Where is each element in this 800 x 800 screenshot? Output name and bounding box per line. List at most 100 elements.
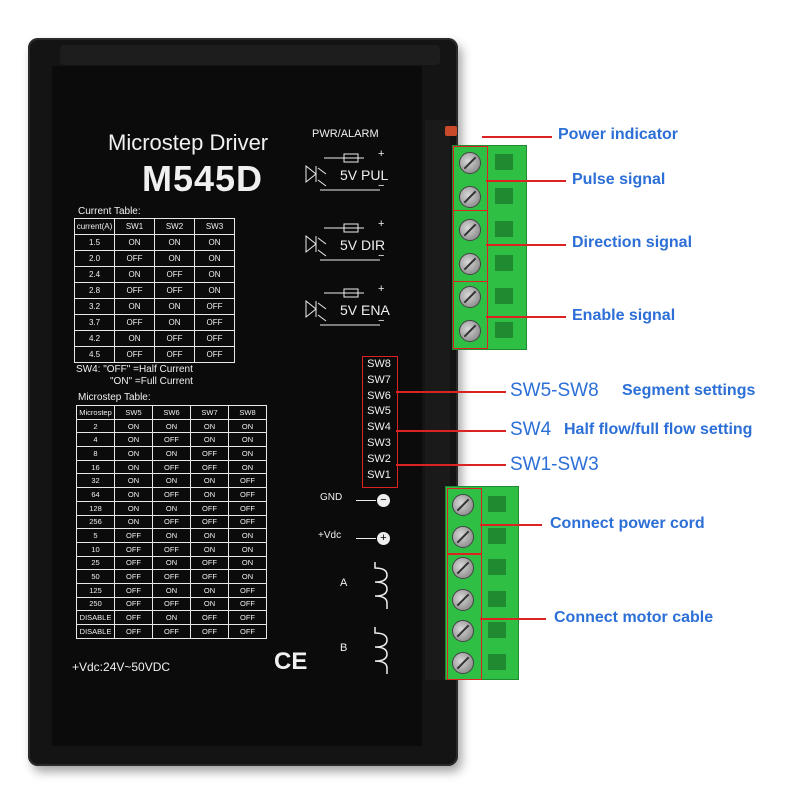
signal-terminal-screw-icon[interactable] <box>459 152 481 174</box>
signal-terminal-screw-icon[interactable] <box>459 185 481 208</box>
power-terminal-screw-icon[interactable] <box>452 620 474 642</box>
pul-plus: + <box>378 148 385 160</box>
microstep-table-cell: OFF <box>114 610 153 625</box>
vdc-rating: +Vdc:24V~50VDC <box>72 660 171 674</box>
microstep-table-cell: ON <box>114 473 153 489</box>
current-table-cell: 2.0 <box>74 250 115 267</box>
microstep-table-cell: OFF <box>228 582 267 598</box>
signal-terminal-screw-icon[interactable] <box>459 252 481 275</box>
microstep-table-cell: ON <box>152 528 191 543</box>
microstep-table-cell: OFF <box>152 487 191 502</box>
microstep-table-cell: OFF <box>190 459 229 475</box>
microstep-table-cell: ON <box>190 418 229 434</box>
power-terminal-screw-icon[interactable] <box>452 494 474 516</box>
current-table-cell: ON <box>154 298 195 315</box>
dip-switch-label-box <box>362 356 398 488</box>
current-table-cell: ON <box>154 314 195 331</box>
microstep-table-cell: OFF <box>114 541 153 557</box>
microstep-table-cell: 125 <box>76 582 115 598</box>
current-table-header-cell: SW1 <box>114 218 155 235</box>
microstep-table-cell: OFF <box>190 500 229 516</box>
microstep-table-cell: OFF <box>190 555 229 571</box>
power-terminal-screw-icon[interactable] <box>452 525 474 548</box>
microstep-table-cell: OFF <box>228 610 267 625</box>
microstep-table-cell: ON <box>152 418 191 434</box>
ena-signal-group: + − 5V ENA <box>300 283 400 335</box>
segment-settings-callout: Segment settings <box>622 382 756 399</box>
pul-signal-label: 5V PUL <box>340 167 389 183</box>
dip-switch-label: SW2 <box>367 452 391 465</box>
power-terminal-wire-hole <box>488 527 506 544</box>
microstep-table-cell: 25 <box>76 555 115 571</box>
microstep-table-cell: 2 <box>76 418 115 434</box>
microstep-table-cell: ON <box>152 500 191 516</box>
signal-terminal-screw-icon[interactable] <box>459 286 481 308</box>
power-terminal-screw-icon[interactable] <box>452 557 474 579</box>
microstep-table-cell: ON <box>114 459 153 475</box>
microstep-table-cell: ON <box>228 541 267 557</box>
microstep-table-cell: OFF <box>114 555 153 571</box>
dip-switch-label: SW1 <box>367 468 391 481</box>
microstep-table-cell: ON <box>190 582 229 598</box>
dip-switch-label: SW7 <box>367 373 391 386</box>
signal-terminal-screw-icon[interactable] <box>459 219 481 241</box>
pulse-leader <box>486 180 566 182</box>
microstep-table-cell: OFF <box>228 473 267 489</box>
power-terminal-wire-hole <box>488 590 506 607</box>
microstep-table-cell: OFF <box>114 582 153 598</box>
power-terminal-screw-icon[interactable] <box>452 651 474 674</box>
microstep-table-cell: ON <box>152 582 191 598</box>
power-terminal-screw-icon[interactable] <box>452 588 474 611</box>
pwr-alarm-label: PWR/ALARM <box>312 128 379 140</box>
ce-mark: CE <box>274 648 308 675</box>
microstep-table-cell: ON <box>190 596 229 612</box>
direction-terminal-highlight <box>453 210 488 282</box>
device-model: M545D <box>142 158 264 199</box>
microstep-table-cell: OFF <box>190 624 229 639</box>
current-table-cell: OFF <box>114 282 155 299</box>
vdc-lead <box>356 538 376 539</box>
signal-terminal-wire-hole <box>495 221 513 237</box>
current-table-label: Current Table: <box>78 206 141 217</box>
current-table-cell: OFF <box>194 330 235 347</box>
dip-switch-label: SW8 <box>367 358 391 370</box>
microstep-table-cell: ON <box>190 487 229 502</box>
microstep-table-label: Microstep Table: <box>78 392 151 403</box>
microstep-table-header-cell: SW7 <box>190 405 229 420</box>
ena-signal-label: 5V ENA <box>340 302 390 318</box>
current-table-cell: 2.4 <box>74 266 115 283</box>
dip-switch-label: SW3 <box>367 437 391 449</box>
signal-terminal-wire-hole <box>495 321 513 338</box>
microstep-table-cell: 128 <box>76 500 115 516</box>
current-table-cell: OFF <box>154 282 195 299</box>
microstep-table-header-cell: SW5 <box>114 405 153 420</box>
pul-minus: − <box>378 180 385 192</box>
sw4-note-line2: "ON" =Full Current <box>110 376 193 387</box>
microstep-table-cell: OFF <box>114 596 153 612</box>
sw5-sw8-callout: SW5-SW8 <box>510 380 599 401</box>
current-table-cell: ON <box>194 282 235 299</box>
current-table-cell: OFF <box>154 346 195 363</box>
microstep-table-cell: 16 <box>76 459 115 475</box>
motor-cable-callout: Connect motor cable <box>554 609 714 626</box>
dir-signal-group: + − 5V DIR <box>300 218 400 270</box>
signal-terminal-screw-icon[interactable] <box>459 319 481 342</box>
dip-switch-label: SW4 <box>367 421 391 434</box>
microstep-table-cell: ON <box>114 514 153 530</box>
microstep-table-cell: OFF <box>114 569 153 584</box>
power-terminal-highlight <box>447 488 482 554</box>
gnd-label: GND <box>320 492 343 503</box>
power-indicator-callout: Power indicator <box>558 126 679 143</box>
microstep-table-cell: ON <box>190 528 229 543</box>
current-table-header-cell: current(A) <box>74 218 115 235</box>
microstep-table-cell: 10 <box>76 541 115 557</box>
